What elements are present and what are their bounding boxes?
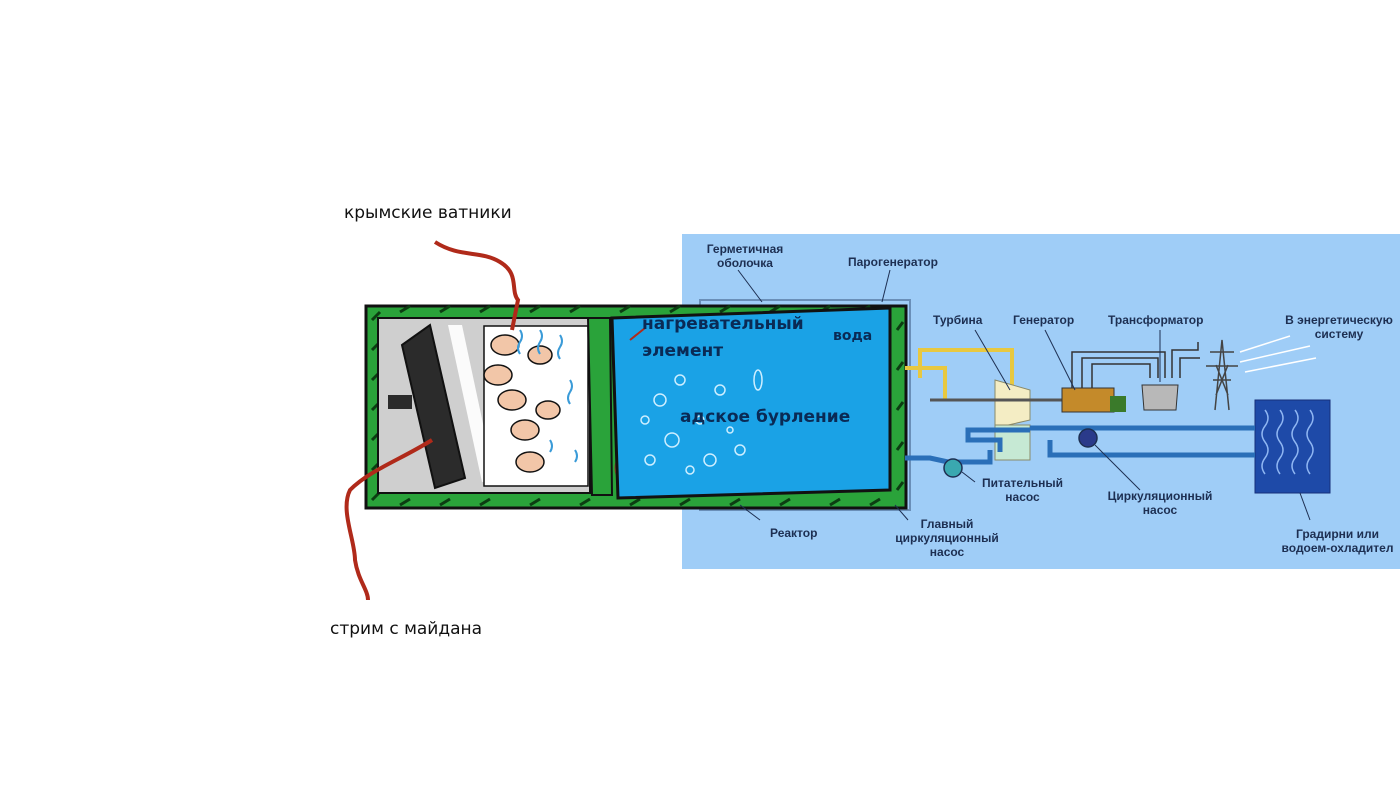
label-stream: стрим с майдана [330,619,483,639]
bubbles [640,369,763,475]
label-water: вода [833,328,873,344]
crowd-waves [517,329,578,463]
divider-wall [586,317,614,496]
pointer-bottom [344,438,434,601]
crowd-figures [483,325,589,487]
label-heater-2: элемент [642,341,724,361]
label-transformer: Трансформатор [1108,313,1204,327]
grid-arrows [1239,335,1317,373]
generator-base [1110,396,1126,412]
generator-body [1061,387,1115,413]
turbine [994,379,1031,429]
pylon [1206,339,1238,411]
label-boiling: адское бурление [680,407,851,427]
monitor-device [400,323,467,490]
label-turbine: Турбина [933,313,983,327]
steam-pipes [905,348,1014,400]
water-pipes [905,425,1255,465]
pointer-heater [629,327,646,341]
transformer-body [1141,384,1179,411]
label-crimean: крымские ватники [344,203,512,223]
label-heater-1: нагревательный [642,314,804,334]
pointer-top [433,240,521,331]
label-generator: Генератор [1013,313,1075,327]
cables [1071,342,1200,388]
circulation-pump [1078,428,1098,448]
monitor-stand [388,395,412,409]
label-reactor: Реактор [770,526,818,540]
water-chamber [610,306,892,500]
cooling-waves [1261,409,1314,475]
leader-lines [737,269,1311,521]
feed-pump [943,458,963,478]
cooling-tower [1254,399,1331,494]
label-steam-generator: Парогенератор [848,255,938,269]
